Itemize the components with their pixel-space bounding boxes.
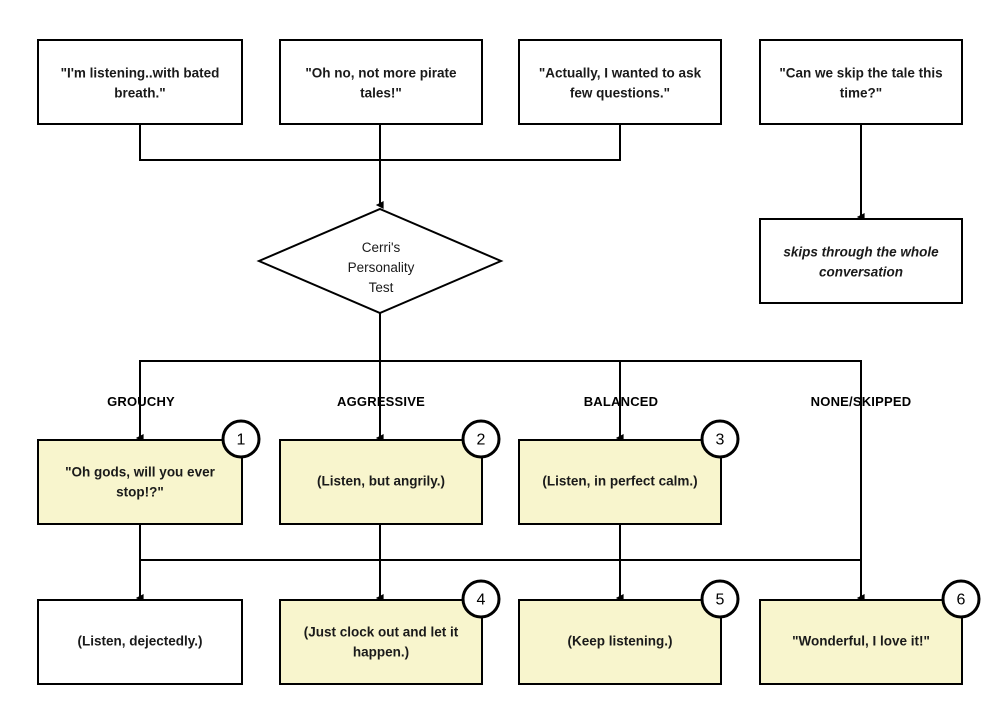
- node-opt2[interactable]: "Oh no, not more pirate tales!": [279, 39, 483, 125]
- node-r1c2[interactable]: (Listen, but angrily.): [279, 439, 483, 525]
- node-r1c2-rect[interactable]: [279, 439, 483, 525]
- branch-label-balanced: BALANCED: [584, 394, 659, 409]
- badge-5-circle[interactable]: [700, 579, 740, 619]
- node-r2c1-rect[interactable]: [37, 599, 243, 685]
- badge-1[interactable]: 1: [221, 419, 261, 459]
- node-r1c3-rect[interactable]: [518, 439, 722, 525]
- node-skip-conversation-rect[interactable]: [759, 218, 963, 304]
- node-personality-test-line1: Cerri's: [362, 240, 401, 255]
- node-opt4-line1: "Can we skip the tale this: [779, 66, 942, 81]
- badge-3-circle[interactable]: [700, 419, 740, 459]
- node-opt2-line1: "Oh no, not more pirate: [305, 66, 457, 81]
- node-skip-conversation-line1: skips through the whole: [783, 245, 939, 260]
- node-personality-test[interactable]: Cerri's Personality Test: [256, 207, 504, 315]
- branch-label-group: GROUCHY AGGRESSIVE BALANCED NONE/SKIPPED: [107, 394, 911, 409]
- node-skip-conversation[interactable]: skips through the whole conversation: [759, 218, 963, 304]
- branch-label-none-skipped: NONE/SKIPPED: [811, 394, 912, 409]
- badge-4-circle[interactable]: [461, 579, 501, 619]
- node-opt3[interactable]: "Actually, I wanted to ask few questions…: [518, 39, 722, 125]
- node-opt1-rect[interactable]: [37, 39, 243, 125]
- node-r1c1-line2: stop!?": [116, 485, 164, 500]
- node-opt1[interactable]: "I'm listening..with bated breath.": [37, 39, 243, 125]
- badge-1-circle[interactable]: [221, 419, 261, 459]
- badge-2-label: 2: [477, 432, 486, 449]
- node-opt2-rect[interactable]: [279, 39, 483, 125]
- node-opt3-rect[interactable]: [518, 39, 722, 125]
- badge-6[interactable]: 6: [941, 579, 981, 619]
- node-opt3-line2: few questions.": [570, 86, 670, 101]
- node-opt4[interactable]: "Can we skip the tale this time?": [759, 39, 963, 125]
- badge-6-circle[interactable]: [941, 579, 981, 619]
- node-opt4-line2: time?": [840, 86, 882, 101]
- node-r1c1-line1: "Oh gods, will you ever: [65, 465, 215, 480]
- node-personality-test-line3: Test: [369, 280, 394, 295]
- node-r1c2-line1: (Listen, but angrily.): [317, 474, 445, 489]
- node-r2c1-line1: (Listen, dejectedly.): [77, 634, 202, 649]
- badge-2-circle[interactable]: [461, 419, 501, 459]
- badge-5[interactable]: 5: [700, 579, 740, 619]
- node-skip-conversation-line2: conversation: [819, 265, 903, 280]
- node-r2c4-rect[interactable]: [759, 599, 963, 685]
- node-r2c2[interactable]: (Just clock out and let it happen.): [279, 599, 483, 685]
- node-r2c3-rect[interactable]: [518, 599, 722, 685]
- badge-1-label: 1: [237, 432, 246, 449]
- node-opt1-line2: breath.": [114, 86, 165, 101]
- node-r2c2-rect[interactable]: [279, 599, 483, 685]
- node-r1c3[interactable]: (Listen, in perfect calm.): [518, 439, 722, 525]
- node-opt1-line1: "I'm listening..with bated: [61, 66, 220, 81]
- badge-3[interactable]: 3: [700, 419, 740, 459]
- badge-4[interactable]: 4: [461, 579, 501, 619]
- node-opt3-line1: "Actually, I wanted to ask: [539, 66, 702, 81]
- badge-6-label: 6: [957, 592, 966, 609]
- node-r2c2-line1: (Just clock out and let it: [304, 625, 459, 640]
- node-r2c4-line1: "Wonderful, I love it!": [792, 634, 930, 649]
- node-r2c4[interactable]: "Wonderful, I love it!": [759, 599, 963, 685]
- connector-layer: [135, 124, 865, 602]
- node-r1c1-rect[interactable]: [37, 439, 243, 525]
- badge-4-label: 4: [477, 592, 486, 609]
- branch-label-aggressive: AGGRESSIVE: [337, 394, 425, 409]
- branch-label-grouchy: GROUCHY: [107, 394, 175, 409]
- node-r1c1[interactable]: "Oh gods, will you ever stop!?": [37, 439, 243, 525]
- node-personality-test-line2: Personality: [348, 260, 415, 275]
- badge-5-label: 5: [716, 592, 725, 609]
- node-r2c3-line1: (Keep listening.): [567, 634, 672, 649]
- node-r2c1[interactable]: (Listen, dejectedly.): [37, 599, 243, 685]
- badge-3-label: 3: [716, 432, 725, 449]
- node-r1c3-line1: (Listen, in perfect calm.): [542, 474, 697, 489]
- node-personality-test-diamond[interactable]: [256, 207, 504, 315]
- node-r2c3[interactable]: (Keep listening.): [518, 599, 722, 685]
- node-r2c2-line2: happen.): [353, 645, 409, 660]
- node-opt2-line2: tales!": [360, 86, 402, 101]
- badge-2[interactable]: 2: [461, 419, 501, 459]
- node-opt4-rect[interactable]: [759, 39, 963, 125]
